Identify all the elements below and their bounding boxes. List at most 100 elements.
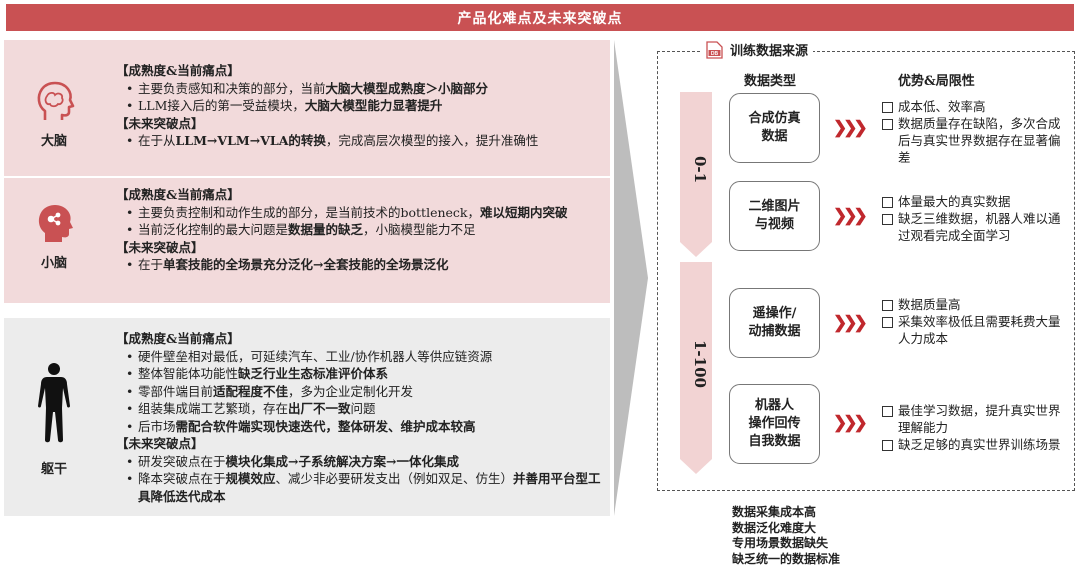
cerebellum-bullet-2: 当前泛化控制的最大问题是数据量的缺乏，小脑模型能力不足 — [116, 221, 602, 239]
brain-bullet-1-text: 主要负责感知和决策的部分，当前 — [138, 80, 326, 96]
advantage-item: 数据质量存在缺陷，多次合成后与真实世界数据存在显著偏差 — [882, 115, 1062, 166]
panel-trunk: 躯干 【成熟度&当前痛点】 硬件壁垒相对最低，可延续汽车、工业/协作机器人等供应… — [4, 318, 610, 516]
advantage-list-robot-feedback: 最佳学习数据，提升真实世界理解能力 缺乏足够的真实世界训练场景 — [882, 402, 1062, 453]
note-line: 专用场景数据缺失 — [732, 536, 829, 550]
cerebellum-section-pain: 【成熟度&当前痛点】 — [116, 187, 240, 202]
advantage-item: 采集效率极低且需要耗费大量人力成本 — [882, 313, 1062, 347]
cerebellum-bullet-2-text: 当前泛化控制的最大问题是 — [138, 222, 289, 237]
flow-arrow-icon — [614, 40, 648, 516]
advantage-item: 最佳学习数据，提升真实世界理解能力 — [882, 402, 1062, 436]
trunk-bullet-4-text: 组装集成端工艺繁琐，存在 — [138, 401, 289, 416]
panel-brain: 大脑 【成熟度&当前痛点】 主要负责感知和决策的部分，当前大脑大模型成熟度＞小脑… — [4, 40, 610, 176]
brain-bullet-1: 主要负责感知和决策的部分，当前大脑大模型成熟度＞小脑部分 — [116, 80, 602, 98]
database-file-icon: DB — [706, 40, 723, 59]
advantage-item: 缺乏三维数据，机器人难以通过观看完成全面学习 — [882, 210, 1062, 244]
trunk-bullet-3-text: 零部件端目前 — [138, 383, 214, 399]
trunk-bullet-1: 硬件壁垒相对最低，可延续汽车、工业/协作机器人等供应链资源 — [116, 348, 602, 366]
trunk-bullet-3-post: ，多为企业定制化开发 — [288, 383, 414, 399]
trunk-bullet-4-bold: 出厂不一致 — [288, 401, 351, 416]
cerebellum-bullet-1: 主要负责控制和动作生成的部分，是当前技术的bottleneck，难以短期内突破 — [116, 204, 602, 222]
data-source-title: DB 训练数据来源 — [702, 40, 814, 59]
trunk-bullet-2-text: 整体智能体功能性 — [138, 366, 239, 381]
svg-text:DB: DB — [711, 51, 719, 57]
trunk-icon-group: 躯干 — [4, 362, 104, 477]
data-type-teleop: 遥操作/ 动捕数据 — [729, 288, 820, 358]
trunk-bullet-7-bold: 规模效应 — [225, 471, 276, 486]
cerebellum-bullet-2-bold: 数据量的缺乏 — [288, 222, 364, 237]
brain-bullet-3-post: ，完成高层次模型的接入，提升准确性 — [325, 133, 539, 148]
trunk-bullet-3-bold: 适配程度不佳 — [213, 383, 289, 399]
panel-cerebellum: 小脑 【成熟度&当前痛点】 主要负责控制和动作生成的部分，是当前技术的bottl… — [4, 178, 610, 303]
brain-label: 大脑 — [40, 134, 67, 149]
stage-bar-1-100 — [680, 262, 712, 474]
trunk-bullet-2-bold: 缺乏行业生态标准评价体系 — [238, 366, 389, 381]
brain-bullet-2-text: LLM接入后的第一受益模块， — [138, 98, 305, 113]
trunk-bullet-5-bold: 需配合软件端实现快速迭代，整体研发、维护成本较高 — [175, 418, 476, 434]
brain-bullet-3-bold: LLM→VLM→VLA的转换 — [175, 133, 326, 148]
data-type-2d-video: 二维图片 与视频 — [729, 181, 820, 251]
advantage-list-synthetic: 成本低、效率高 数据质量存在缺陷，多次合成后与真实世界数据存在显著偏差 — [882, 98, 1062, 166]
advantage-list-2d-video: 体量最大的真实数据 缺乏三维数据，机器人难以通过观看完成全面学习 — [882, 193, 1062, 244]
cerebellum-icon-group: 小脑 — [4, 200, 104, 271]
brain-bullet-2: LLM接入后的第一受益模块，大脑大模型能力显著提升 — [116, 97, 602, 115]
advantage-item: 数据质量高 — [882, 296, 1062, 313]
note-line: 数据泛化难度大 — [732, 520, 817, 535]
trunk-bullet-7-post: 、减少非必要研发支出（例如双足、仿生） — [275, 471, 514, 486]
cerebellum-bullet-1-text: 主要负责控制和动作生成的部分，是当前技术的bottleneck， — [138, 204, 480, 220]
bottom-notes: 数据采集成本高 数据泛化难度大 专用场景数据缺失 缺乏统一的数据标准 — [732, 505, 840, 567]
chevron-right-icon: ❯❯❯ — [833, 206, 868, 226]
trunk-bullet-4-post: 问题 — [350, 401, 376, 416]
data-source-box — [657, 51, 1075, 491]
note-line: 缺乏统一的数据标准 — [732, 551, 841, 566]
data-source-title-text: 训练数据来源 — [730, 44, 809, 59]
trunk-bullet-5-text: 后市场 — [138, 418, 176, 434]
note-line: 数据采集成本高 — [732, 505, 817, 519]
chevron-right-icon: ❯❯❯ — [833, 313, 868, 333]
trunk-bullet-7-text: 降本突破点在于 — [138, 471, 226, 486]
cerebellum-bullet-1-bold: 难以短期内突破 — [480, 204, 568, 220]
col-header-advantage: 优势&局限性 — [898, 74, 975, 89]
cerebellum-bullet-3-text: 在于 — [138, 257, 164, 272]
cerebellum-content: 【成熟度&当前痛点】 主要负责控制和动作生成的部分，是当前技术的bottlene… — [116, 186, 602, 274]
advantage-item: 缺乏足够的真实世界训练场景 — [882, 436, 1062, 453]
chevron-right-icon: ❯❯❯ — [833, 413, 868, 433]
data-type-synthetic: 合成仿真 数据 — [729, 93, 820, 163]
brain-icon-group: 大脑 — [4, 78, 104, 149]
trunk-bullet-6-text: 研发突破点在于 — [138, 453, 226, 469]
trunk-content: 【成熟度&当前痛点】 硬件壁垒相对最低，可延续汽车、工业/协作机器人等供应链资源… — [116, 330, 602, 505]
stage-label-0-1: 0-1 — [691, 156, 709, 184]
trunk-bullet-2: 整体智能体功能性缺乏行业生态标准评价体系 — [116, 365, 602, 383]
page-title: 产品化难点及未来突破点 — [6, 4, 1074, 31]
brain-bullet-3: 在于从LLM→VLM→VLA的转换，完成高层次模型的接入，提升准确性 — [116, 132, 602, 150]
advantage-list-teleop: 数据质量高 采集效率极低且需要耗费大量人力成本 — [882, 296, 1062, 347]
brain-section-future: 【未来突破点】 — [116, 115, 204, 131]
cerebellum-bullet-3: 在于单套技能的全场景充分泛化→全套技能的全场景泛化 — [116, 256, 602, 274]
trunk-bullet-3: 零部件端目前适配程度不佳，多为企业定制化开发 — [116, 383, 602, 401]
col-header-type: 数据类型 — [744, 74, 797, 89]
brain-section-pain: 【成熟度&当前痛点】 — [116, 63, 240, 78]
cerebellum-label: 小脑 — [40, 256, 67, 271]
trunk-label: 躯干 — [40, 462, 67, 477]
stage-bar-0-1 — [680, 92, 712, 257]
trunk-section-pain: 【成熟度&当前痛点】 — [116, 331, 240, 346]
cerebellum-bullet-2-post: ，小脑模型能力不足 — [363, 222, 476, 237]
trunk-bullet-7-bold2: 并善用平台型工具降低迭代成本 — [138, 471, 601, 504]
brain-bullet-3-text: 在于从 — [138, 133, 176, 148]
brain-bullet-2-bold: 大脑大模型能力显著提升 — [304, 98, 443, 113]
human-body-icon — [38, 363, 70, 443]
chevron-right-icon: ❯❯❯ — [833, 118, 868, 138]
cerebellum-section-future: 【未来突破点】 — [116, 239, 204, 255]
brain-bullet-1-bold: 大脑大模型成熟度＞小脑部分 — [325, 80, 489, 96]
trunk-bullet-4: 组装集成端工艺繁琐，存在出厂不一致问题 — [116, 400, 602, 418]
data-type-robot-feedback: 机器人 操作回传 自我数据 — [729, 384, 820, 464]
stage-label-1-100: 1-100 — [691, 340, 709, 388]
advantage-item: 成本低、效率高 — [882, 98, 1062, 115]
trunk-section-future: 【未来突破点】 — [116, 436, 204, 451]
cerebellum-head-icon — [38, 205, 73, 242]
trunk-bullet-6-bold: 模块化集成→子系统解决方案→一体化集成 — [225, 453, 459, 469]
trunk-bullet-1-text: 硬件壁垒相对最低，可延续汽车、工业/协作机器人等供应链资源 — [138, 348, 493, 364]
trunk-bullet-7: 降本突破点在于规模效应、减少非必要研发支出（例如双足、仿生）并善用平台型工具降低… — [116, 470, 602, 505]
trunk-bullet-6: 研发突破点在于模块化集成→子系统解决方案→一体化集成 — [116, 453, 602, 471]
cerebellum-bullet-3-bold: 单套技能的全场景充分泛化→全套技能的全场景泛化 — [163, 257, 449, 272]
brain-content: 【成熟度&当前痛点】 主要负责感知和决策的部分，当前大脑大模型成熟度＞小脑部分 … — [116, 62, 602, 150]
